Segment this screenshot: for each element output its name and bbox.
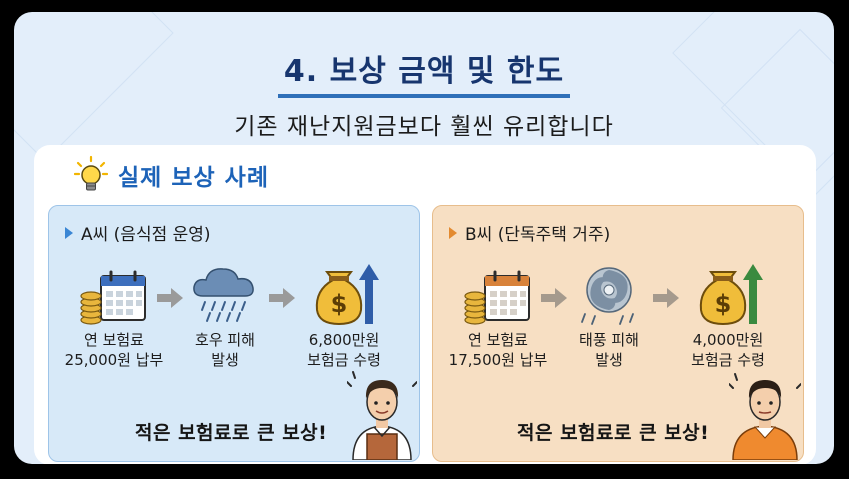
payout-label: 4,000만원 보험금 수령: [663, 330, 793, 370]
slogan: 적은 보험료로 큰 보상!: [135, 422, 328, 444]
homeowner-avatar: [729, 373, 801, 460]
triangle-bullet-icon: [449, 226, 457, 239]
svg-text:$: $: [331, 290, 348, 318]
damage-label-line2: 발생: [211, 351, 239, 369]
premium-label: 연 보험료 25,000원 납부: [49, 330, 179, 370]
typhoon-icon: [581, 267, 634, 325]
payout-label: 6,800만원 보험금 수령: [279, 330, 409, 370]
premium-label-line1: 연 보험료: [468, 331, 528, 349]
damage-label: 호우 피해 발생: [160, 330, 290, 370]
triangle-bullet-icon: [65, 226, 73, 239]
premium-label-line1: 연 보험료: [84, 331, 144, 349]
case-title-text: A씨 (음식점 운영): [81, 225, 211, 245]
premium-label-line2: 25,000원 납부: [64, 351, 164, 369]
section-heading: 실제 보상 사례: [74, 155, 269, 195]
damage-label-line1: 호우 피해: [195, 331, 255, 349]
example-card: 실제 보상 사례 A씨 (음식점 운영): [34, 145, 816, 464]
slide: 4. 보상 금액 및 한도 기존 재난지원금보다 훨씬 유리합니다 실제 보상 …: [14, 12, 834, 464]
lightbulb-icon: [74, 155, 108, 191]
rain-cloud-icon: [193, 268, 254, 322]
payout-label-line2: 보험금 수령: [691, 351, 765, 369]
case-panel-a: A씨 (음식점 운영): [48, 205, 420, 462]
slogan: 적은 보험료로 큰 보상!: [517, 422, 710, 444]
svg-text:$: $: [715, 290, 732, 318]
arrow-right-icon: [269, 288, 295, 308]
payout-label-line1: 6,800만원: [308, 331, 380, 349]
case-title: A씨 (음식점 운영): [65, 220, 211, 245]
money-bag-icon: $: [699, 264, 763, 326]
page-subtitle: 기존 재난지원금보다 훨씬 유리합니다: [234, 114, 614, 140]
payout-label-line2: 보험금 수령: [307, 351, 381, 369]
page-title-wrap: 4. 보상 금액 및 한도: [14, 46, 834, 98]
money-bag-icon: $: [315, 264, 379, 326]
arrow-right-icon: [157, 288, 183, 308]
premium-label-line2: 17,500원 납부: [448, 351, 548, 369]
shopkeeper-avatar: [347, 371, 417, 460]
arrow-right-icon: [653, 288, 679, 308]
section-title: 실제 보상 사례: [118, 165, 269, 191]
case-panel-b: B씨 (단독주택 거주): [432, 205, 804, 462]
damage-label-line2: 발생: [595, 351, 623, 369]
calendar-coins-icon: [464, 270, 530, 325]
case-title-text: B씨 (단독주택 거주): [465, 225, 611, 245]
payout-label-line1: 4,000만원: [692, 331, 764, 349]
damage-label-line1: 태풍 피해: [579, 331, 639, 349]
page-title: 4. 보상 금액 및 한도: [277, 46, 571, 98]
damage-label: 태풍 피해 발생: [544, 330, 674, 370]
arrow-right-icon: [541, 288, 567, 308]
case-title: B씨 (단독주택 거주): [449, 220, 610, 245]
calendar-coins-icon: [80, 270, 146, 325]
premium-label: 연 보험료 17,500원 납부: [433, 330, 563, 370]
